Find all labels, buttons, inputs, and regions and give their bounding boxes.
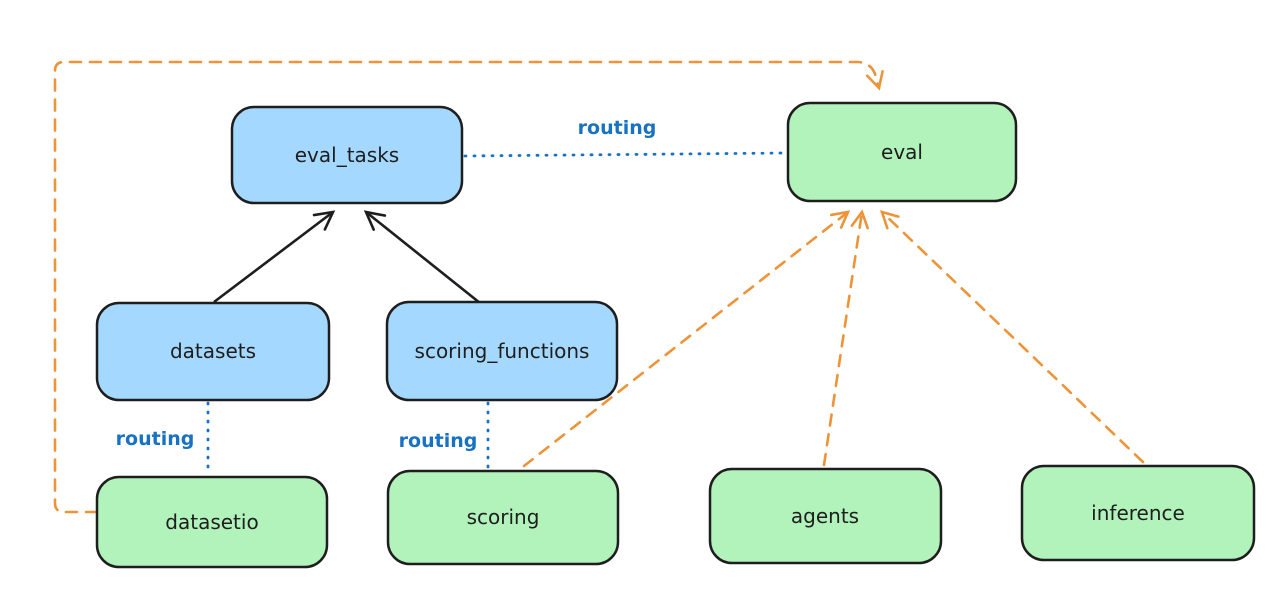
node-scoring: scoring — [386, 469, 620, 566]
node-scoring-label: scoring — [467, 505, 540, 529]
node-agents-label: agents — [791, 504, 859, 528]
edge-scoring-functions-eval-tasks — [363, 210, 481, 305]
routing-label-scoring-functions-scoring: routing — [399, 430, 478, 452]
node-scoring-functions: scoring_functions — [385, 300, 619, 402]
edge-datasetio-eval — [53, 60, 884, 514]
node-eval-tasks: eval_tasks — [230, 105, 464, 205]
node-datasets: datasets — [95, 301, 331, 402]
node-datasetio-label: datasetio — [165, 510, 258, 534]
node-datasets-label: datasets — [170, 339, 256, 363]
node-datasetio: datasetio — [95, 475, 329, 569]
edge-inference-eval — [880, 210, 1145, 464]
edge-eval-tasks-eval-routing — [463, 151, 788, 158]
node-eval-label: eval — [881, 140, 923, 164]
node-inference-label: inference — [1091, 501, 1185, 525]
edge-scoring-eval — [522, 210, 851, 468]
node-datasetio-shape — [95, 475, 329, 569]
node-eval-tasks-shape — [230, 105, 464, 205]
node-scoring-shape — [386, 469, 620, 566]
node-agents: agents — [708, 467, 943, 565]
node-scoring-functions-shape — [385, 300, 619, 402]
node-datasets-shape — [95, 301, 331, 402]
routing-label-datasets-datasetio: routing — [116, 428, 195, 450]
node-eval-tasks-label: eval_tasks — [295, 143, 399, 167]
node-inference: inference — [1020, 464, 1256, 562]
node-scoring-functions-label: scoring_functions — [415, 339, 590, 363]
node-agents-shape — [708, 467, 943, 565]
routing-label-eval-tasks-eval: routing — [578, 117, 657, 139]
node-eval: eval — [786, 101, 1018, 203]
edge-datasets-eval-tasks — [213, 210, 336, 304]
node-inference-shape — [1020, 464, 1256, 562]
edge-agents-eval — [822, 209, 869, 467]
node-eval-shape — [786, 101, 1018, 203]
